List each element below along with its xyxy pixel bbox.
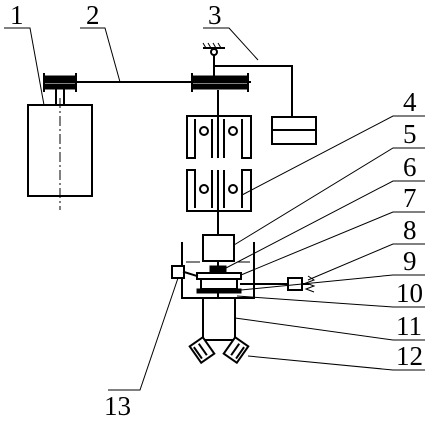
part-6-7-8-specimens	[196, 260, 242, 294]
part-5-upper-holder	[202, 234, 235, 262]
part-1-motor-box	[27, 85, 93, 210]
part-2-drive-shaft	[43, 73, 251, 92]
part-labels: 1 2 3 4 5 6 7 8 9 10 11 12 13	[10, 0, 423, 421]
part-10-11-lower-body	[202, 292, 236, 341]
label-10: 10	[396, 278, 423, 308]
leader-lines	[4, 27, 425, 391]
label-2: 2	[86, 0, 100, 30]
label-8: 8	[403, 215, 417, 245]
label-7: 7	[403, 183, 417, 213]
label-5: 5	[403, 119, 417, 149]
label-12: 12	[396, 341, 423, 371]
label-6: 6	[403, 152, 417, 182]
label-4: 4	[403, 87, 417, 117]
label-9: 9	[403, 246, 417, 276]
part-13-left-pin	[171, 265, 199, 279]
label-11: 11	[396, 311, 422, 341]
label-1: 1	[10, 0, 24, 30]
part-12-sensors	[188, 335, 250, 365]
part-3-lever-weight	[202, 42, 317, 145]
part-4-bearing-housing	[183, 115, 255, 212]
label-13: 13	[104, 391, 131, 421]
label-3: 3	[208, 0, 222, 30]
